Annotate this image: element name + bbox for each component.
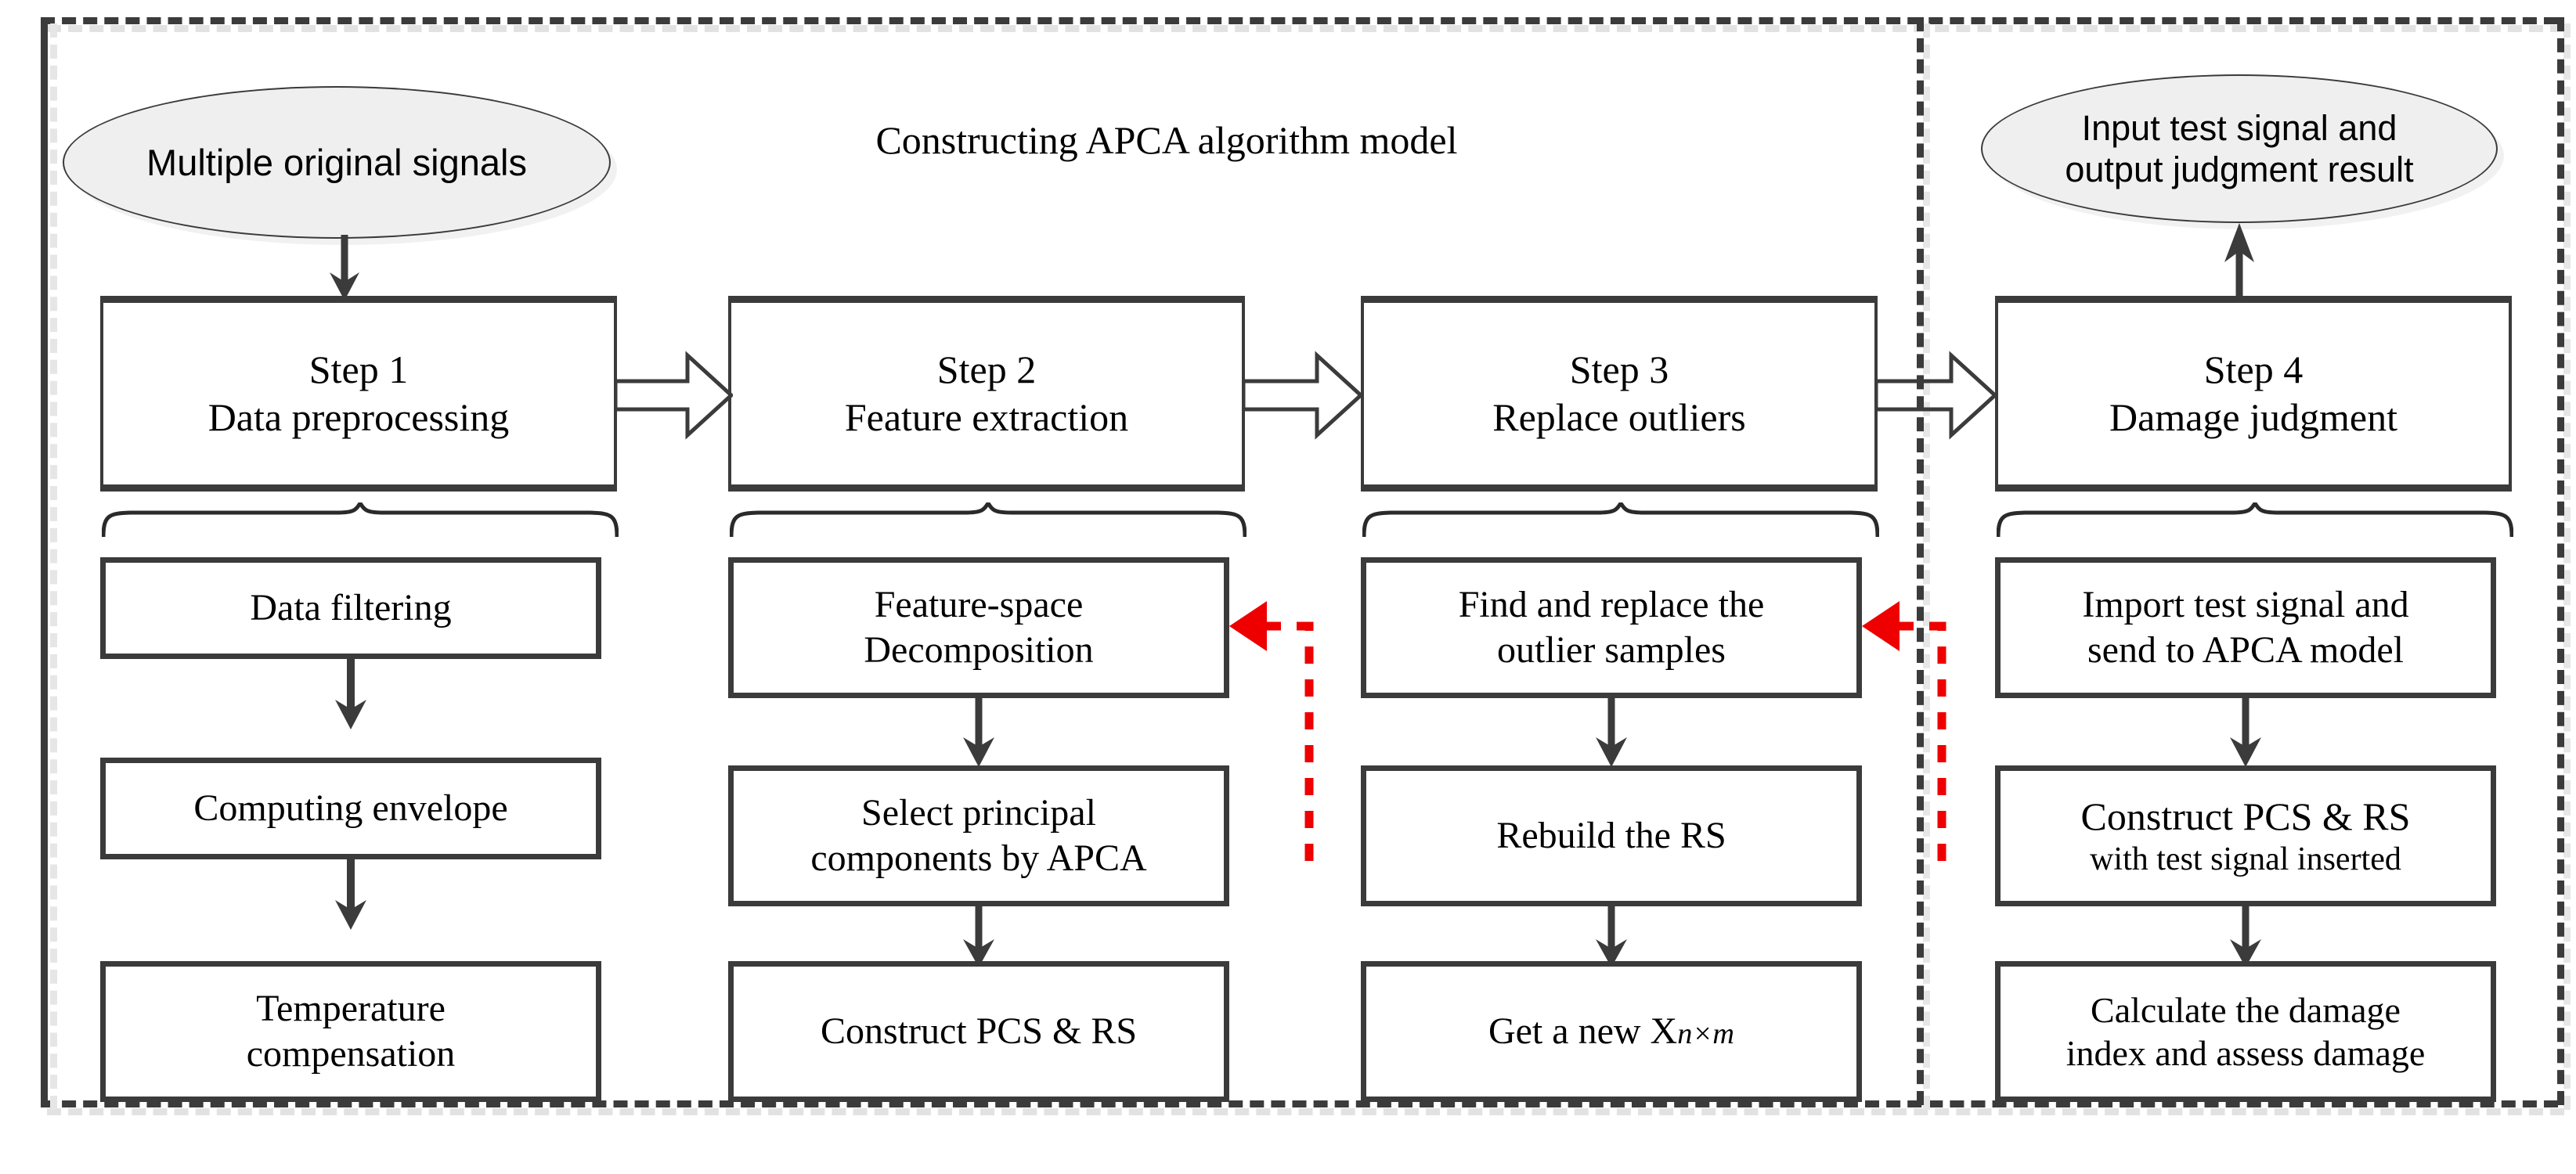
step-box-3-name: Replace outliers bbox=[1492, 395, 1746, 439]
process-box-c1-r2[interactable]: Computing envelope bbox=[100, 758, 605, 863]
process-box-c4-r3-line2: index and assess damage bbox=[2065, 1033, 2426, 1073]
step-box-2-number: Step 2 bbox=[936, 348, 1037, 391]
process-box-c2-r2[interactable]: Select principal components by APCA bbox=[728, 765, 1233, 910]
panel-divider bbox=[1917, 17, 1924, 1105]
step-box-1[interactable]: Step 1 Data preprocessing bbox=[100, 296, 617, 492]
process-box-c3-r2-label: Rebuild the RS bbox=[1496, 815, 1726, 857]
process-box-c1-r3-line2: compensation bbox=[246, 1033, 456, 1075]
feedback-arrow-column-3 bbox=[1854, 595, 1956, 861]
process-box-c3-r3-subscript: n×m bbox=[1677, 1017, 1735, 1051]
process-box-c3-r3[interactable]: Get a new Xn×m bbox=[1361, 961, 1866, 1106]
step-box-3[interactable]: Step 3 Replace outliers bbox=[1361, 296, 1878, 492]
arrow-c4-r2-to-r3 bbox=[2228, 905, 2263, 967]
step-box-4-number: Step 4 bbox=[2203, 348, 2304, 391]
arrow-c4-r1-to-r2 bbox=[2228, 697, 2263, 767]
frame-right-border bbox=[2557, 17, 2564, 1105]
frame-right-shadow bbox=[2563, 23, 2571, 1110]
process-box-c2-r2-line2: components by APCA bbox=[810, 837, 1147, 879]
process-box-c2-r1-line2: Decomposition bbox=[864, 629, 1094, 671]
panel-caption-left: Constructing APCA algorithm model bbox=[875, 118, 1458, 162]
process-box-c2-r1[interactable]: Feature-space Decomposition bbox=[728, 557, 1233, 702]
process-box-c4-r1[interactable]: Import test signal and send to APCA mode… bbox=[1995, 557, 2500, 702]
arrow-c1-r1-to-r2 bbox=[334, 657, 368, 729]
block-arrow-step3-to-step4 bbox=[1876, 344, 1997, 446]
process-box-c1-r2-label: Computing envelope bbox=[193, 787, 508, 830]
process-box-c4-r1-line2: send to APCA model bbox=[2087, 629, 2405, 671]
step-box-1-number: Step 1 bbox=[308, 348, 409, 391]
feedback-arrow-column-2 bbox=[1221, 595, 1323, 861]
arrow-c3-r2-to-r3 bbox=[1594, 905, 1629, 967]
frame-left-border bbox=[41, 17, 48, 1105]
step-box-2[interactable]: Step 2 Feature extraction bbox=[728, 296, 1245, 492]
process-box-c2-r1-line1: Feature-space bbox=[874, 584, 1084, 626]
process-box-c4-r2-line2: with test signal inserted bbox=[2090, 841, 2401, 877]
process-box-c2-r3-label: Construct PCS & RS bbox=[820, 1010, 1138, 1053]
arrow-c3-r1-to-r2 bbox=[1594, 697, 1629, 767]
process-box-c1-r3[interactable]: Temperature compensation bbox=[100, 961, 605, 1106]
arrow-c1-r2-to-r3 bbox=[334, 858, 368, 930]
brace-column-1 bbox=[102, 502, 619, 538]
arrow-c2-r2-to-r3 bbox=[961, 905, 996, 967]
terminator-output: Input test signal and output judgment re… bbox=[1981, 74, 2498, 223]
process-box-c1-r3-line1: Temperature bbox=[256, 988, 446, 1030]
step-box-2-name: Feature extraction bbox=[844, 395, 1129, 439]
process-box-c2-r3[interactable]: Construct PCS & RS bbox=[728, 961, 1233, 1106]
process-box-c1-r1-label: Data filtering bbox=[250, 587, 452, 629]
process-box-c3-r1-line1: Find and replace the bbox=[1458, 584, 1765, 626]
arrow-step4-to-output bbox=[2222, 223, 2257, 301]
step-box-3-number: Step 3 bbox=[1569, 348, 1669, 391]
process-box-c4-r2-line1: Construct PCS & RS bbox=[2080, 794, 2411, 838]
frame-bottom-border bbox=[41, 1100, 2558, 1107]
step-box-1-name: Data preprocessing bbox=[207, 395, 510, 439]
process-box-c4-r3[interactable]: Calculate the damage index and assess da… bbox=[1995, 961, 2500, 1106]
panel-divider-shadow bbox=[1923, 23, 1930, 1110]
process-box-c1-r1[interactable]: Data filtering bbox=[100, 557, 605, 663]
brace-column-4 bbox=[1997, 502, 2513, 538]
terminator-input: Multiple original signals bbox=[63, 86, 611, 239]
step-box-4[interactable]: Step 4 Damage judgment bbox=[1995, 296, 2512, 492]
process-box-c3-r3-label: Get a new X bbox=[1488, 1010, 1678, 1053]
frame-top-shadow bbox=[47, 25, 2564, 32]
brace-column-2 bbox=[730, 502, 1247, 538]
process-box-c3-r2[interactable]: Rebuild the RS bbox=[1361, 765, 1866, 910]
process-box-c3-r1-line2: outlier samples bbox=[1497, 629, 1726, 671]
arrow-input-to-step1 bbox=[327, 235, 362, 301]
frame-bottom-shadow bbox=[47, 1108, 2564, 1115]
frame-left-shadow bbox=[50, 23, 57, 1110]
terminator-output-line1: Input test signal and bbox=[2081, 107, 2397, 148]
process-box-c3-r1[interactable]: Find and replace the outlier samples bbox=[1361, 557, 1866, 702]
process-box-c2-r2-line1: Select principal bbox=[861, 792, 1096, 834]
process-box-c4-r2[interactable]: Construct PCS & RS with test signal inse… bbox=[1995, 765, 2500, 910]
brace-column-3 bbox=[1362, 502, 1879, 538]
process-box-c4-r3-line1: Calculate the damage bbox=[2091, 989, 2401, 1030]
arrow-c2-r1-to-r2 bbox=[961, 697, 996, 767]
process-box-c4-r1-line1: Import test signal and bbox=[2082, 584, 2409, 626]
block-arrow-step1-to-step2 bbox=[615, 344, 733, 446]
terminator-output-line2: output judgment result bbox=[2065, 149, 2414, 189]
frame-top-border bbox=[41, 17, 2558, 24]
block-arrow-step2-to-step3 bbox=[1243, 344, 1362, 446]
terminator-input-label: Multiple original signals bbox=[146, 141, 527, 183]
step-box-4-name: Damage judgment bbox=[2109, 395, 2397, 439]
